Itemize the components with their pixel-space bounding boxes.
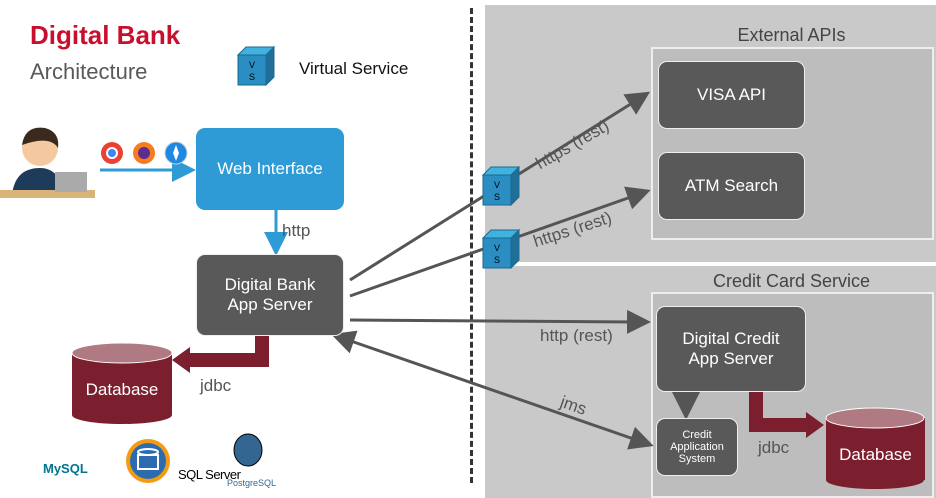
legend-virtual-service: Virtual Service — [299, 59, 409, 78]
http-rest-label: http (rest) — [540, 326, 613, 345]
svg-text:V: V — [494, 180, 500, 190]
app-server-node[interactable]: Digital Bank App Server — [196, 254, 344, 336]
jdbc-right-arrow — [749, 392, 808, 432]
vs-cube-icon: VS — [481, 228, 521, 270]
svg-text:S: S — [494, 255, 500, 265]
credit-application-system-node[interactable]: Credit Application System — [656, 418, 738, 476]
svg-text:S: S — [494, 192, 500, 202]
h2-logo — [126, 439, 170, 483]
database-left-label: Database — [85, 380, 159, 399]
page-subtitle: Architecture — [30, 59, 148, 84]
jms-arrow — [330, 330, 654, 450]
jdbc-left-arrow — [188, 336, 269, 367]
virtual-service-cube-icon: VS — [236, 45, 276, 87]
web-interface-node[interactable]: Web Interface — [196, 128, 344, 210]
mysql-logo: MySQL — [43, 461, 88, 476]
postgresql-logo: PostgreSQL — [227, 478, 277, 488]
http-label: http — [282, 221, 311, 240]
database-right-icon — [825, 407, 925, 489]
http-rest-arrow — [349, 309, 651, 334]
database-left-icon — [71, 342, 173, 424]
page-title: Digital Bank — [30, 20, 181, 50]
credit-card-title: Credit Card Service — [712, 271, 871, 291]
user-icon — [0, 127, 95, 198]
jdbc-left-label: jdbc — [200, 376, 232, 395]
jdbc-right-label: jdbc — [758, 438, 790, 457]
vs-cube-icon: VS — [481, 165, 521, 207]
postgres-logo — [233, 433, 263, 467]
svg-text:S: S — [249, 72, 255, 82]
svg-text:V: V — [494, 243, 500, 253]
visa-api-node[interactable]: VISA API — [658, 61, 805, 129]
external-apis-title: External APIs — [737, 25, 846, 45]
database-right-label: Database — [839, 445, 912, 464]
sqlserver-logo: SQL Server — [178, 467, 241, 482]
svg-text:V: V — [249, 60, 255, 70]
browser-icons — [101, 141, 188, 165]
atm-search-node[interactable]: ATM Search — [658, 152, 805, 220]
credit-app-server-node[interactable]: Digital Credit App Server — [656, 306, 806, 392]
boundary-divider — [470, 8, 473, 483]
